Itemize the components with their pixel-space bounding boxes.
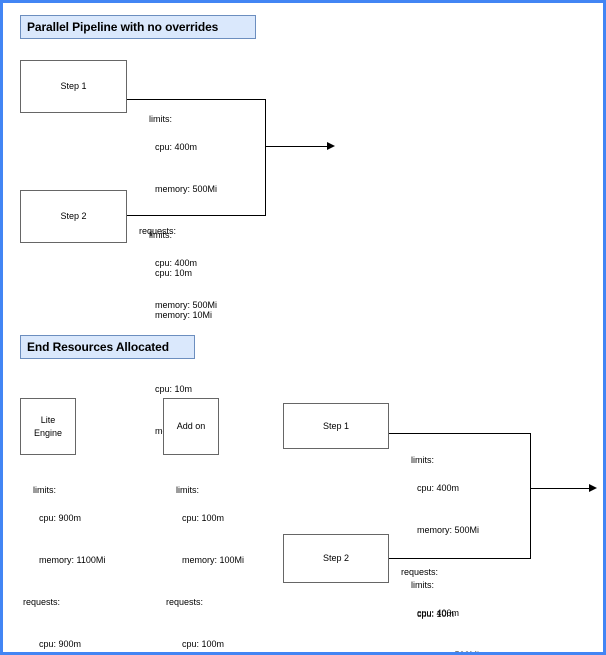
spec-limits-memory: memory: 500Mi (417, 650, 480, 655)
node-step-2-top: Step 2 (20, 190, 127, 243)
arrow-head-top (327, 142, 335, 150)
node-label: Lite Engine (33, 414, 63, 438)
spec-step-2-bottom: limits: cpu: 400m memory: 500Mi requests… (401, 564, 480, 655)
spec-limits-cpu: cpu: 400m (417, 483, 460, 493)
spec-requests-memory: memory: 10Mi (155, 310, 213, 320)
spec-requests-label: requests: (401, 567, 439, 577)
spec-lite-engine: limits: cpu: 900m memory: 1100Mi request… (23, 469, 106, 652)
spec-limits-memory: memory: 500Mi (155, 300, 218, 310)
node-lite-engine: Lite Engine (20, 398, 76, 455)
connector-step2-top (127, 215, 266, 216)
spec-requests-cpu: cpu: 10m (155, 384, 193, 394)
connector-output-arrow-line-bottom (530, 488, 589, 489)
spec-limits-memory: memory: 500Mi (155, 184, 218, 194)
node-add-on: Add on (163, 398, 219, 455)
spec-limits-label: limits: (411, 455, 435, 465)
spec-limits-cpu: cpu: 900m (39, 513, 82, 523)
section-banner-end-resources: End Resources Allocated (20, 335, 195, 359)
spec-step-1-bottom: limits: cpu: 400m memory: 500Mi requests… (401, 439, 480, 652)
section-banner-parallel-pipeline: Parallel Pipeline with no overrides (20, 15, 256, 39)
connector-step1-top (127, 99, 266, 100)
spec-limits-cpu: cpu: 400m (155, 258, 198, 268)
spec-limits-label: limits: (33, 485, 57, 495)
spec-limits-label: limits: (176, 485, 200, 495)
spec-limits-cpu: cpu: 400m (155, 142, 198, 152)
node-label: Step 2 (322, 553, 350, 563)
spec-limits-label: limits: (149, 114, 173, 124)
banner-label: End Resources Allocated (27, 340, 169, 354)
spec-step-1-top: limits: cpu: 400m memory: 500Mi requests… (139, 98, 217, 350)
spec-requests-label: requests: (166, 597, 204, 607)
spec-requests-cpu: cpu: 900m (39, 639, 82, 649)
node-step-2-bottom: Step 2 (283, 534, 389, 583)
banner-label: Parallel Pipeline with no overrides (27, 20, 219, 34)
arrow-head-bottom (589, 484, 597, 492)
node-label: Step 1 (60, 81, 87, 91)
spec-limits-cpu: cpu: 100m (182, 513, 225, 523)
spec-limits-label: limits: (411, 580, 435, 590)
node-step-1-top: Step 1 (20, 60, 127, 113)
node-label: Add on (176, 421, 206, 431)
spec-limits-label: limits: (149, 230, 173, 240)
connector-join-vertical-bottom (530, 433, 531, 559)
spec-requests-label: requests: (23, 597, 61, 607)
connector-output-arrow-line-top (265, 146, 327, 147)
spec-limits-memory: memory: 1100Mi (39, 555, 106, 565)
spec-requests-label: requests: (139, 226, 177, 236)
spec-requests-cpu: cpu: 100m (182, 639, 225, 649)
spec-add-on: limits: cpu: 100m memory: 100Mi requests… (166, 469, 245, 652)
spec-limits-memory: memory: 100Mi (182, 555, 245, 565)
spec-requests-cpu: cpu: 10m (417, 609, 455, 619)
spec-requests-memory: memory: 10Mi (401, 649, 479, 652)
spec-limits-memory: memory: 500Mi (417, 525, 480, 535)
spec-limits-cpu: cpu: 400m (417, 608, 460, 618)
connector-step1-bottom (389, 433, 531, 434)
spec-requests-cpu: cpu: 10m (155, 268, 193, 278)
node-label: Step 1 (322, 420, 350, 431)
connector-join-vertical-top (265, 99, 266, 216)
connector-step2-bottom (389, 558, 531, 559)
node-label: Step 2 (60, 211, 87, 221)
node-step-1-bottom: Step 1 (283, 403, 389, 449)
